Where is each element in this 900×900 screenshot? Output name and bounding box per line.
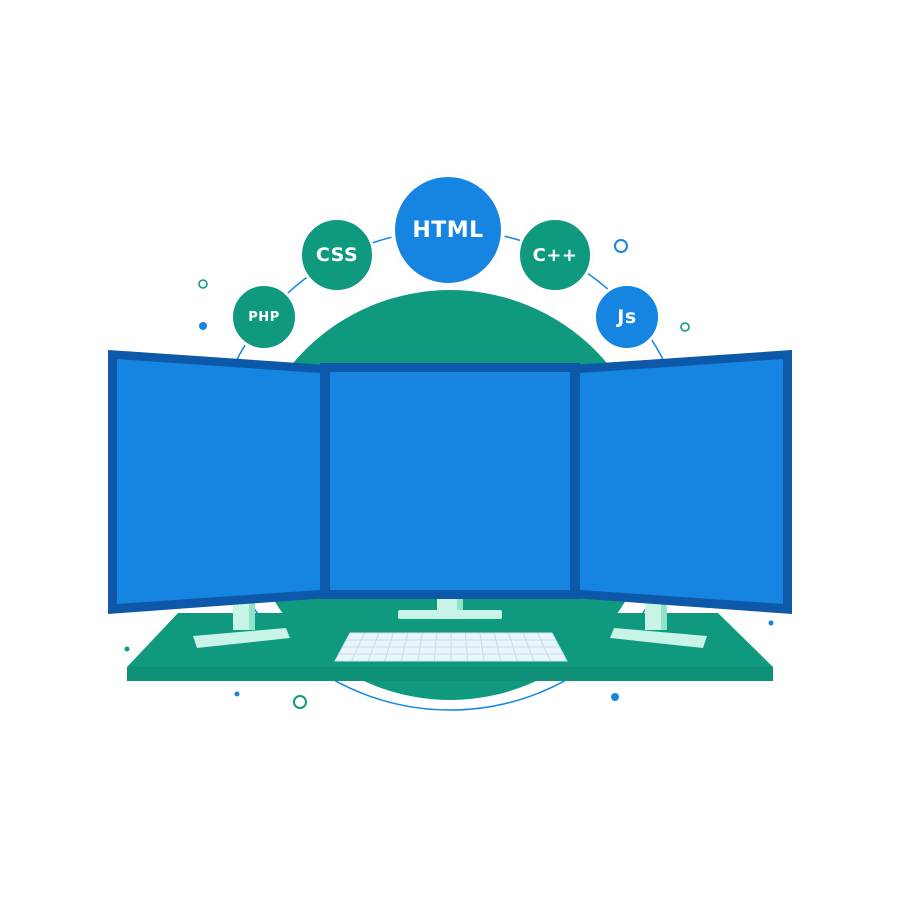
php-badge: PHP [230,283,298,351]
decor-dot [198,279,208,289]
left-monitor [108,350,328,614]
left-monitor-screen [117,359,320,604]
decor-dot [614,239,628,253]
decor-dot [768,620,774,626]
decor-dot [199,322,207,330]
left-stand-base [193,628,290,648]
cpp-badge: C++ [517,217,593,293]
decor-dot [234,691,240,697]
decor-dot [680,322,690,332]
decor-dot [124,646,130,652]
keyboard [334,632,568,662]
html-badge: HTML [391,173,505,287]
right-monitor [572,350,792,614]
center-monitor-screen [330,372,570,590]
cpp-badge-label: C++ [532,244,578,266]
center-monitor [320,363,580,599]
right-monitor-screen [580,359,783,604]
left-stand-neck-shade [249,598,255,630]
html-badge-label: HTML [412,217,484,243]
php-badge-label: PHP [248,309,280,325]
js-badge: Js [593,283,661,351]
right-stand-base [610,628,707,648]
right-stand-neck-shade [661,598,667,630]
js-badge-label: Js [617,306,637,328]
css-badge-label: CSS [315,244,359,266]
decor-dot [611,693,619,701]
decor-dot [293,695,307,709]
desk-edge [127,667,773,681]
center-stand-base [398,610,502,619]
center-stand-neck-shade [457,590,463,612]
css-badge: CSS [299,217,375,293]
